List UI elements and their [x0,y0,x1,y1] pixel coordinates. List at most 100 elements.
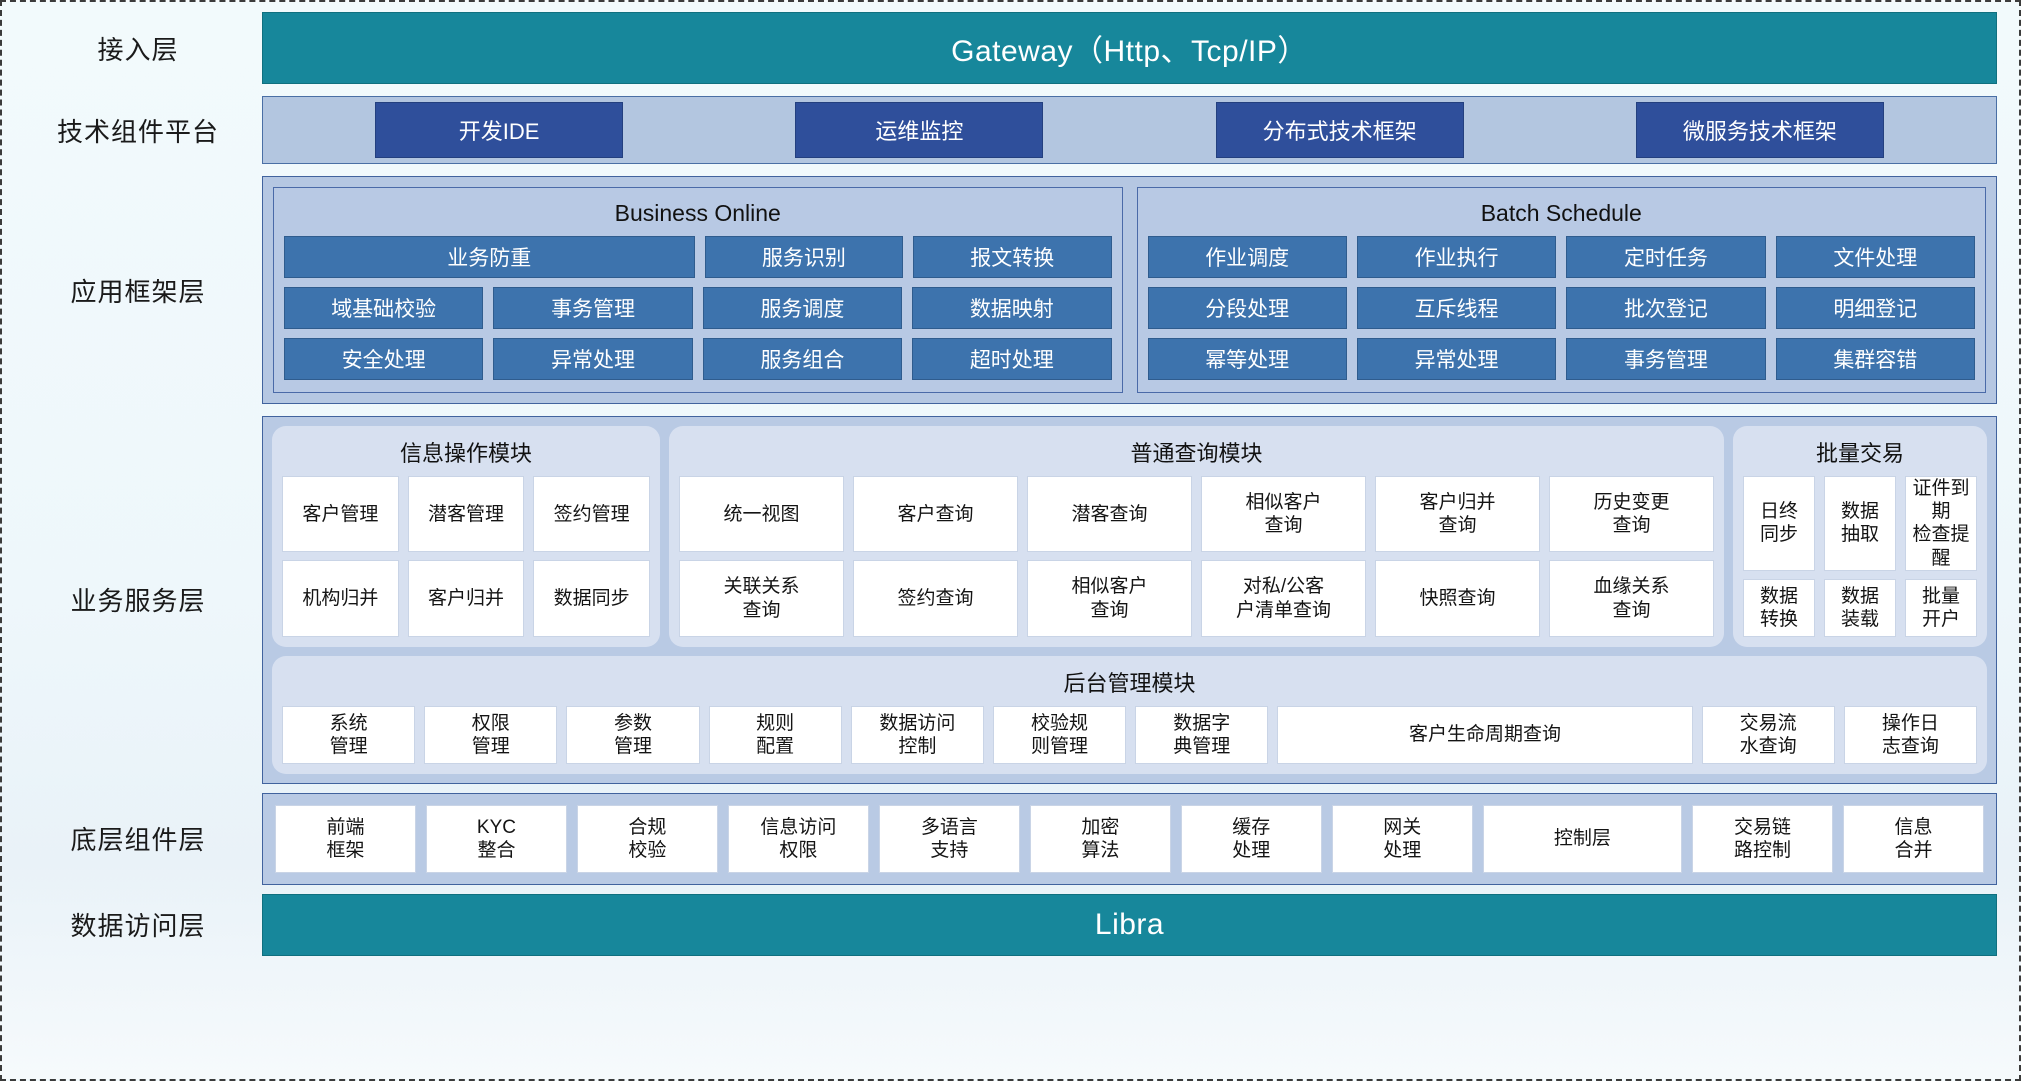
framework-cell-sjys[interactable]: 数据映射 [912,287,1112,329]
framework-cell-swgl2[interactable]: 事务管理 [1566,338,1766,380]
service-cell-dsgkhqd[interactable]: 对私/公客 户清单查询 [1201,560,1366,637]
base-cell-dyyzc[interactable]: 多语言 支持 [878,804,1020,873]
framework-cell-yccl2[interactable]: 异常处理 [1356,338,1557,380]
framework-group-business-online: Business Online 业务防重 服务识别 报文转换 域基础校验 事务管… [273,187,1123,393]
base-cell-jmsf[interactable]: 加密 算法 [1029,804,1171,873]
framework-cell-yccl[interactable]: 异常处理 [493,338,693,380]
framework-row: 幂等处理 异常处理 事务管理 集群容错 [1147,338,1975,380]
service-rows-batch: 日终 同步 数据 抽取 证件到期 检查提醒 数据 转换 数据 装载 批量 开户 [1743,476,1977,637]
framework-cell-zyzx[interactable]: 作业执行 [1356,236,1557,278]
base-cell-jylkz[interactable]: 交易链 路控制 [1692,804,1834,873]
framework-cell-wjcl[interactable]: 文件处理 [1775,236,1975,278]
tech-chip-ops-monitor[interactable]: 运维监控 [795,102,1044,158]
layer-row-base-component: 底层组件层 前端 框架 KYC 整合 合规 校验 信息访问 权限 多语言 支持 … [14,792,1997,885]
framework-cell-ywfz[interactable]: 业务防重 [284,236,695,278]
framework-group-batch-schedule: Batch Schedule 作业调度 作业执行 定时任务 文件处理 分段处理 … [1136,187,1986,393]
base-cell-hccl[interactable]: 缓存 处理 [1180,804,1322,873]
service-card-batch-module: 批量交易 日终 同步 数据 抽取 证件到期 检查提醒 数据 转换 数据 装载 批… [1733,426,1987,647]
layer-row-data-access: 数据访问层 Libra [14,893,1997,956]
service-card-query-module: 普通查询模块 统一视图 客户查询 潜客查询 相似客户 查询 客户归并 查询 历史… [669,426,1724,647]
framework-cell-fdcl[interactable]: 分段处理 [1147,287,1347,329]
framework-cell-swgl[interactable]: 事务管理 [493,287,693,329]
admin-cell-qxgl[interactable]: 权限 管理 [424,705,558,764]
framework-cell-pcdj[interactable]: 批次登记 [1566,287,1766,329]
service-cell-jggb[interactable]: 机构归并 [282,560,399,637]
service-cell-sjzh[interactable]: 数据 转换 [1743,578,1815,637]
framework-row: 域基础校验 事务管理 服务调度 数据映射 [284,287,1112,329]
admin-cell-sjzdgl[interactable]: 数据字 典管理 [1135,705,1269,764]
framework-cell-dsrw[interactable]: 定时任务 [1566,236,1766,278]
service-cell-rztb[interactable]: 日终 同步 [1743,476,1815,571]
framework-row: 作业调度 作业执行 定时任务 文件处理 [1147,236,1975,278]
service-cell-zjdqjc[interactable]: 证件到期 检查提醒 [1905,476,1977,571]
business-service-panel: 信息操作模块 客户管理 潜客管理 签约管理 机构归并 客户归并 数据同步 [262,416,1997,784]
service-cell-lsbgcx[interactable]: 历史变更 查询 [1549,476,1714,553]
framework-cell-fwzh[interactable]: 服务组合 [702,338,903,380]
framework-cell-zydd[interactable]: 作业调度 [1147,236,1347,278]
service-row: 统一视图 客户查询 潜客查询 相似客户 查询 客户归并 查询 历史变更 查询 [679,476,1714,553]
tech-chip-microservice[interactable]: 微服务技术框架 [1635,102,1884,158]
base-cell-qdkj[interactable]: 前端 框架 [275,804,416,873]
admin-cell-sjfwkz[interactable]: 数据访问 控制 [850,705,984,764]
access-layer-body: Gateway（Http、Tcp/IP） [262,12,1997,84]
base-cell-xxhb[interactable]: 信息 合并 [1843,804,1985,873]
framework-group-title-batch-schedule: Batch Schedule [1480,200,1642,226]
framework-cell-mxdj[interactable]: 明细登记 [1775,287,1975,329]
framework-cell-fwdd[interactable]: 服务调度 [702,287,903,329]
service-cell-khgb[interactable]: 客户归并 [407,560,525,637]
service-cell-xskhcx2[interactable]: 相似客户 查询 [1027,560,1192,637]
base-cell-xxfwqx[interactable]: 信息访问 权限 [727,804,869,873]
spacer [14,404,1997,416]
admin-cell-gzpz[interactable]: 规则 配置 [708,705,842,764]
admin-cell-jygzgl[interactable]: 校验规 则管理 [992,705,1127,764]
admin-cell-czrzcx[interactable]: 操作日 志查询 [1843,705,1977,764]
service-cell-tyst[interactable]: 统一视图 [679,476,844,553]
base-cell-hgjy[interactable]: 合规 校验 [576,804,718,873]
layer-label-business-service: 业务服务层 [70,586,206,617]
framework-cell-jqrc[interactable]: 集群容错 [1775,338,1975,380]
service-cell-khcx[interactable]: 客户查询 [853,476,1018,553]
framework-cell-mdcl[interactable]: 幂等处理 [1147,338,1347,380]
service-cell-plkh[interactable]: 批量 开户 [1905,578,1977,637]
framework-cell-aqcl[interactable]: 安全处理 [284,338,484,380]
framework-cell-bwzh[interactable]: 报文转换 [913,236,1112,278]
service-cell-khgbcx[interactable]: 客户归并 查询 [1375,476,1540,553]
service-cell-qycx[interactable]: 签约查询 [853,560,1018,637]
service-cell-sjtb[interactable]: 数据同步 [533,560,651,637]
service-cell-khgl[interactable]: 客户管理 [282,476,399,553]
service-cell-kzcx[interactable]: 快照查询 [1375,560,1540,637]
spacer [14,784,1997,793]
service-cell-qkcx[interactable]: 潜客查询 [1027,476,1192,553]
tech-chip-distributed[interactable]: 分布式技术框架 [1215,102,1464,158]
layer-label-tech-platform: 技术组件平台 [56,116,219,147]
tech-platform-body: 开发IDE 运维监控 分布式技术框架 微服务技术框架 [262,96,1997,164]
service-cell-qkgl[interactable]: 潜客管理 [407,476,525,553]
admin-cell-xtgl[interactable]: 系统 管理 [282,705,416,764]
service-card-info-module: 信息操作模块 客户管理 潜客管理 签约管理 机构归并 客户归并 数据同步 [272,426,660,647]
service-cell-glgxcx[interactable]: 关联关系 查询 [679,560,844,637]
framework-cell-hcxc[interactable]: 互斥线程 [1356,287,1557,329]
tech-chip-ide[interactable]: 开发IDE [375,102,624,158]
admin-cell-khsmzq[interactable]: 客户生命周期查询 [1277,705,1693,764]
base-cell-kyc[interactable]: KYC 整合 [425,804,567,873]
framework-cell-yjcjy[interactable]: 域基础校验 [284,287,484,329]
service-cell-xygxcx[interactable]: 血缘关系 查询 [1549,560,1714,637]
service-cell-xskhcx[interactable]: 相似客户 查询 [1201,476,1366,553]
base-cell-wgcl[interactable]: 网关 处理 [1331,804,1473,873]
admin-cell-jylscx[interactable]: 交易流 水查询 [1701,705,1835,764]
service-card-title-batch: 批量交易 [1815,441,1904,466]
framework-row: 安全处理 异常处理 服务组合 超时处理 [284,338,1112,380]
service-cell-qygl[interactable]: 签约管理 [533,476,651,553]
service-card-admin-module: 后台管理模块 系统 管理 权限 管理 参数 管理 规则 配置 数据访问 控制 校… [272,655,1987,774]
framework-row: 分段处理 互斥线程 批次登记 明细登记 [1147,287,1975,329]
base-cell-kzc[interactable]: 控制层 [1482,804,1683,873]
service-cell-sjzz[interactable]: 数据 装载 [1824,578,1896,637]
admin-cell-csgl[interactable]: 参数 管理 [566,705,700,764]
framework-cell-fwsb[interactable]: 服务识别 [704,236,904,278]
framework-cell-cscl[interactable]: 超时处理 [912,338,1112,380]
framework-group-title-business-online: Business Online [614,200,781,226]
framework-row: 业务防重 服务识别 报文转换 [284,236,1112,278]
service-cell-sjcq[interactable]: 数据 抽取 [1824,476,1896,571]
base-component-strip: 前端 框架 KYC 整合 合规 校验 信息访问 权限 多语言 支持 加密 算法 … [262,792,1997,885]
